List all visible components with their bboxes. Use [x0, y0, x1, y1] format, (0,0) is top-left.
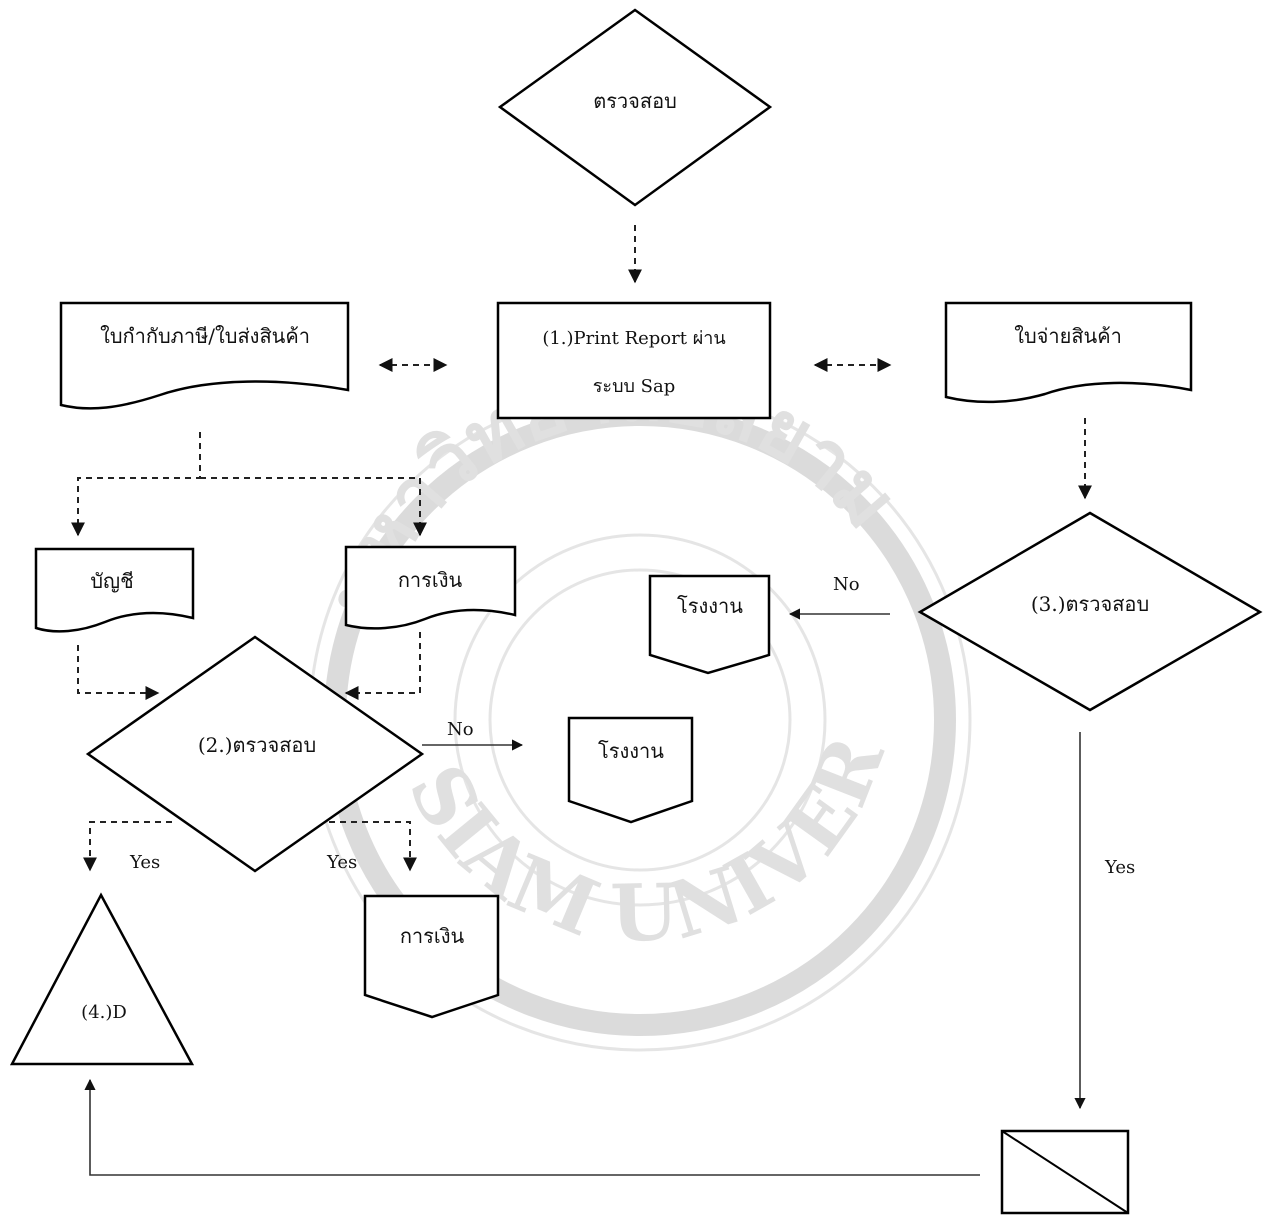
process-print-report-line2: ระบบ Sap [593, 376, 676, 397]
connector-invoice-to-finance [200, 477, 427, 537]
edge-label-yes-mid: Yes [326, 852, 357, 873]
offpage-factory-lower-label: โรงงาน [598, 739, 664, 763]
offpage-factory-upper: โรงงาน [648, 574, 771, 675]
edge-label-no-upper: No [833, 574, 860, 595]
decision-check2-label: (2.)ตรวจสอบ [198, 733, 316, 757]
connector-invoice-to-accounting [71, 432, 201, 537]
edge-label-no-lower: No [447, 719, 474, 740]
triangle-d-terminal-label: (4.)D [81, 1002, 127, 1023]
archive-box [1000, 1129, 1130, 1215]
offpage-factory-upper-label: โรงงาน [677, 594, 743, 618]
archive-box-diagonal [1001, 1130, 1129, 1214]
document-tax-invoice: ใบกำกับภาษี/ใบส่งสินค้า [59, 301, 350, 410]
decision-check3: (3.)ตรวจสอบ [917, 511, 1263, 712]
document-accounting: บัญชี [34, 547, 195, 633]
edge-label-yes-right: Yes [1104, 857, 1135, 878]
process-print-report: (1.)Print Report ผ่าน ระบบ Sap [496, 301, 772, 420]
document-tax-invoice-label: ใบกำกับภาษี/ใบส่งสินค้า [100, 324, 310, 348]
document-finance-top: การเงิน [344, 545, 517, 630]
document-accounting-label: บัญชี [90, 569, 133, 593]
edge-label-yes-left: Yes [129, 852, 160, 873]
offpage-finance-bottom: การเงิน [363, 894, 500, 1019]
connectors [71, 225, 1092, 1176]
connector-accounting-to-check2 [77, 645, 160, 700]
connector-finance-to-check2 [344, 632, 421, 700]
connector-check2-yes-mid [318, 821, 417, 872]
document-dispatch-slip: ใบจ่ายสินค้า [944, 301, 1193, 404]
connector-archive-to-d [84, 1078, 980, 1176]
offpage-finance-bottom-label: การเงิน [400, 924, 465, 948]
decision-top-check: ตรวจสอบ [497, 8, 773, 207]
connector-check2-yes-left [83, 821, 172, 872]
document-finance-top-label: การเงิน [398, 568, 463, 592]
decision-check3-label: (3.)ตรวจสอบ [1031, 592, 1149, 616]
university-seal-watermark: มหาวิทยาลัยสยาม SIAM UNIVERSITY [0, 0, 972, 1052]
triangle-d-terminal: (4.)D [9, 892, 195, 1066]
offpage-factory-lower: โรงงาน [567, 716, 694, 824]
document-dispatch-slip-label: ใบจ่ายสินค้า [1014, 324, 1122, 348]
decision-check2: (2.)ตรวจสอบ [85, 635, 425, 873]
decision-top-check-label: ตรวจสอบ [593, 89, 677, 113]
process-print-report-line1: (1.)Print Report ผ่าน [542, 328, 725, 349]
